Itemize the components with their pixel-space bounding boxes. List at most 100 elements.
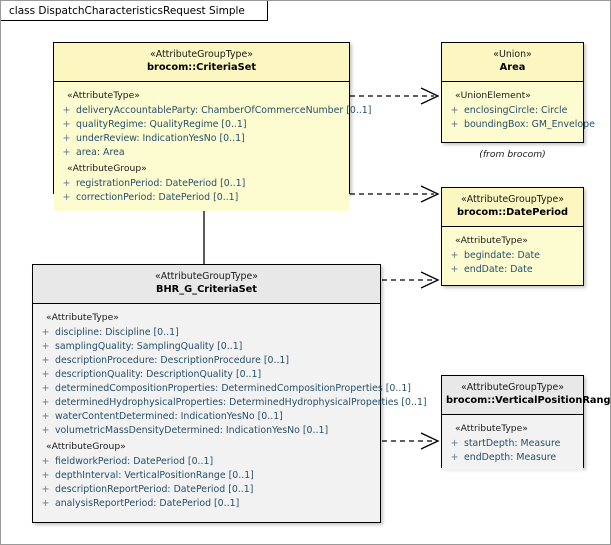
visibility-marker: + [450,105,459,116]
diagram-frame-label: class DispatchCharacteristicsRequest Sim… [1,1,268,21]
visibility-marker: + [62,105,71,116]
attribute-row[interactable]: + qualityRegime: QualityRegime [0..1] [57,118,346,132]
class-header-area: «Union» Area [442,43,583,82]
attribute-signature: enclosingCircle: Circle [464,105,568,116]
class-name-label: brocom::DatePeriod [457,207,568,218]
visibility-marker: + [41,355,50,366]
attribute-signature: determinedCompositionProperties: Determi… [55,383,411,394]
attribute-row[interactable]: + boundingBox: GM_Envelope [445,118,595,132]
attribute-row[interactable]: + descriptionQuality: DescriptionQuality… [36,368,377,382]
visibility-marker: + [62,133,71,144]
class-box-date-period[interactable]: «AttributeGroupType» brocom::DatePeriod … [441,187,584,286]
attribute-signature: begindate: Date [464,250,540,261]
attribute-signature: endDepth: Measure [464,452,557,463]
class-header-date-period: «AttributeGroupType» brocom::DatePeriod [442,188,583,227]
class-box-bhr-g-criteria-set[interactable]: «AttributeGroupType» BHR_G_CriteriaSet «… [32,264,427,523]
stereotype-label: «AttributeGroupType» [150,49,253,60]
attribute-signature: determinedHydrophysicalProperties: Deter… [55,397,427,408]
attribute-signature: area: Area [76,147,125,158]
stereotype-label: «AttributeGroupType» [461,382,564,393]
attribute-signature: registrationPeriod: DatePeriod [0..1] [76,178,246,189]
class-header-vertical-position-range: «AttributeGroupType» brocom::VerticalPos… [442,376,610,415]
attribute-signature: correctionPeriod: DatePeriod [0..1] [76,192,239,203]
visibility-marker: + [450,452,459,463]
class-name-label: BHR_G_CriteriaSet [156,284,257,295]
attribute-row[interactable]: + descriptionReportPeriod: DatePeriod [0… [36,483,377,497]
class-box-area[interactable]: «Union» Area «UnionElement» + enclosingC… [441,42,595,143]
attribute-row[interactable]: + endDate: Date [445,263,580,277]
class-box-vertical-position-range[interactable]: «AttributeGroupType» brocom::VerticalPos… [441,375,610,471]
attribute-signature: underReview: IndicationYesNo [0..1] [76,133,245,144]
visibility-marker: + [62,147,71,158]
connector-criteriaset-to-area [350,87,440,105]
visibility-marker: + [41,484,50,495]
attribute-row[interactable]: + descriptionProcedure: DescriptionProce… [36,354,377,368]
attribute-signature: startDepth: Measure [464,438,561,449]
attribute-signature: depthInterval: VerticalPositionRange [0.… [55,470,254,481]
class-header-criteria-set: «AttributeGroupType» brocom::CriteriaSet [54,43,349,82]
connector-bhr-to-dateperiod [382,271,440,289]
class-body-bhr-g-criteria-set: «AttributeType» + discipline: Discipline… [33,304,427,517]
visibility-marker: + [41,425,50,436]
visibility-marker: + [450,119,459,130]
attribute-row[interactable]: + endDepth: Measure [445,451,580,465]
class-header-bhr-g-criteria-set: «AttributeGroupType» BHR_G_CriteriaSet [33,265,380,304]
visibility-marker: + [41,369,50,380]
visibility-marker: + [41,383,50,394]
attribute-signature: fieldworkPeriod: DatePeriod [0..1] [55,456,214,467]
group-label-attributetype: «AttributeType» [455,235,528,246]
visibility-marker: + [41,327,50,338]
attribute-signature: descriptionProcedure: DescriptionProcedu… [55,355,290,366]
visibility-marker: + [41,470,50,481]
attribute-signature: boundingBox: GM_Envelope [464,119,595,130]
package-note-area: (from brocom) [479,149,546,160]
connector-criteriaset-to-dateperiod [350,185,440,203]
attribute-row[interactable]: + discipline: Discipline [0..1] [36,326,377,340]
attribute-row[interactable]: + area: Area [57,146,346,160]
class-name-label: brocom::CriteriaSet [146,62,257,73]
attribute-row[interactable]: + volumetricMassDensityDetermined: Indic… [36,424,377,438]
visibility-marker: + [62,192,71,203]
attribute-signature: endDate: Date [464,264,533,275]
attribute-row[interactable]: + fieldworkPeriod: DatePeriod [0..1] [36,455,377,469]
attribute-row[interactable]: + determinedHydrophysicalProperties: Det… [36,396,427,410]
attribute-row[interactable]: + samplingQuality: SamplingQuality [0..1… [36,340,377,354]
attribute-row[interactable]: + analysisReportPeriod: DatePeriod [0..1… [36,497,377,511]
visibility-marker: + [41,341,50,352]
attribute-signature: analysisReportPeriod: DatePeriod [0..1] [55,498,240,509]
attribute-row[interactable]: + correctionPeriod: DatePeriod [0..1] [57,191,346,205]
attribute-row[interactable]: + determinedCompositionProperties: Deter… [36,382,411,396]
stereotype-label: «AttributeGroupType» [461,194,564,205]
attribute-signature: descriptionReportPeriod: DatePeriod [0..… [55,484,254,495]
group-label-attributetype: «AttributeType» [455,423,528,434]
visibility-marker: + [450,264,459,275]
attribute-signature: waterContentDetermined: IndicationYesNo … [55,411,283,422]
group-label-attributetype: «AttributeType» [46,312,119,323]
attribute-signature: volumetricMassDensityDetermined: Indicat… [55,425,329,436]
attribute-row[interactable]: + startDepth: Measure [445,437,580,451]
attribute-signature: deliveryAccountableParty: ChamberOfComme… [76,105,372,116]
attribute-row[interactable]: + registrationPeriod: DatePeriod [0..1] [57,177,346,191]
attribute-row[interactable]: + depthInterval: VerticalPositionRange [… [36,469,377,483]
group-label-unionelement: «UnionElement» [455,90,531,101]
stereotype-label: «Union» [493,49,532,60]
stereotype-label: «AttributeGroupType» [155,271,258,282]
attribute-row[interactable]: + begindate: Date [445,249,580,263]
visibility-marker: + [41,498,50,509]
visibility-marker: + [450,250,459,261]
attribute-signature: discipline: Discipline [0..1] [55,327,179,338]
class-name-label: Area [499,62,526,73]
attribute-row[interactable]: + deliveryAccountableParty: ChamberOfCom… [57,104,372,118]
attribute-row[interactable]: + enclosingCircle: Circle [445,104,580,118]
group-label-attributegroup: «AttributeGroup» [67,163,147,174]
attribute-signature: descriptionQuality: DescriptionQuality [… [55,369,262,380]
visibility-marker: + [62,178,71,189]
attribute-signature: samplingQuality: SamplingQuality [0..1] [55,341,243,352]
visibility-marker: + [41,397,50,408]
attribute-row[interactable]: + underReview: IndicationYesNo [0..1] [57,132,346,146]
group-label-attributetype: «AttributeType» [67,90,140,101]
attribute-row[interactable]: + waterContentDetermined: IndicationYesN… [36,410,377,424]
visibility-marker: + [62,119,71,130]
class-box-criteria-set[interactable]: «AttributeGroupType» brocom::CriteriaSet… [53,42,372,211]
